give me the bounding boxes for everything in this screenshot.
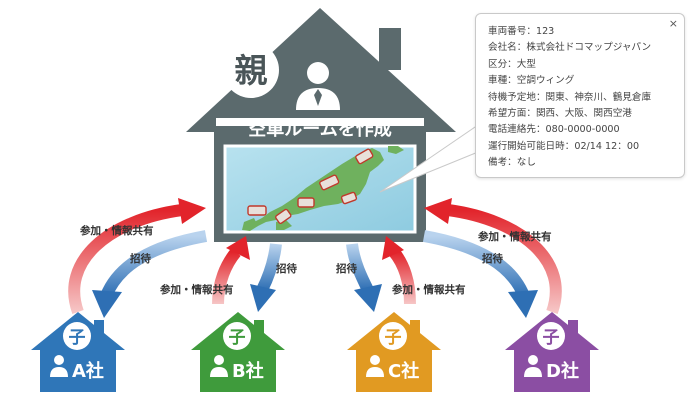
callout-line: 運行開始可能日時：02/14 12：00 [488,140,640,152]
arrow-invite-c [346,243,374,293]
arrow-join-c [389,248,416,305]
child-badge-label: 子 [69,328,86,348]
parent-badge-label: 親 [235,51,268,90]
vehicle-info-callout: × 車両番号：123 会社名：株式会社ドコマップジャパン 区分：大型 車種：空調… [475,13,685,178]
callout-line: 区分：大型 [488,58,536,70]
close-icon[interactable]: × [668,17,678,30]
label-join-d: 参加・情報共有 [478,230,552,243]
label-invite-b: 招待 [276,262,297,275]
child-badge [223,322,251,350]
child-houses: 子 A社 子 B社 子 C社 子 D社 [31,312,599,392]
honshu-land [252,148,384,228]
child-house-d: 子 D社 [505,312,599,392]
truck-icon [247,148,374,225]
parent-house: 親 空車ルームを作成 [186,8,479,242]
parent-badge [223,42,279,98]
callout-line: 車両番号：123 [488,26,555,37]
arrow-invite-a [100,230,208,299]
arrow-invite-b [256,243,282,293]
child-chimney [254,320,264,342]
child-badge-label: 子 [229,328,246,348]
child-chimney [410,320,420,342]
child-badge [537,322,565,350]
arrows [68,198,562,318]
japan-map [223,144,417,234]
child-chimney [568,320,578,342]
child-house-b: 子 B社 [191,312,285,392]
child-badge [379,322,407,350]
callout-line: 車種：空調ウィング [488,75,575,87]
label-invite-c: 招待 [336,262,357,275]
kyushu-land [242,218,258,231]
label-join-c: 参加・情報共有 [392,283,466,296]
company-name: D社 [546,360,579,382]
arrow-join-b [212,248,241,305]
child-house-c: 子 C社 [347,312,441,392]
callout-line: 備考：なし [488,157,536,169]
child-badge [63,322,91,350]
label-invite-d: 招待 [482,252,503,265]
callout-line: 会社名：株式会社ドコマップジャパン [488,42,652,54]
person-icon [366,355,384,377]
parent-caption: 空車ルームを作成 [248,118,391,140]
person-icon [210,355,228,377]
arrow-labels: 参加・情報共有 招待 参加・情報共有 招待 招待 参加・情報共有 参加・情報共有… [80,224,552,296]
person-icon [50,355,68,377]
company-name: B社 [232,360,264,382]
company-name: C社 [388,360,419,382]
company-name: A社 [72,360,104,382]
child-badge-label: 子 [385,328,402,348]
callout-line: 希望方面：関西、大阪、関西空港 [488,108,632,120]
callout-line: 電話連絡先：080-0000-0000 [488,124,620,136]
parent-chimney [379,28,401,70]
person-icon [296,62,340,110]
child-chimney [94,320,104,342]
hokkaido-land [388,146,404,154]
child-badge-label: 子 [543,328,560,348]
child-house-a: 子 A社 [31,312,125,392]
callout-line: 待機予定地：関東、神奈川、鶴見倉庫 [488,91,652,103]
person-icon [524,355,542,377]
arrow-join-a [68,204,183,315]
label-invite-a: 招待 [130,252,151,265]
label-join-a: 参加・情報共有 [80,224,154,237]
arrow-invite-d [422,230,530,299]
arrow-join-d [447,204,562,315]
label-join-b: 参加・情報共有 [160,283,234,296]
